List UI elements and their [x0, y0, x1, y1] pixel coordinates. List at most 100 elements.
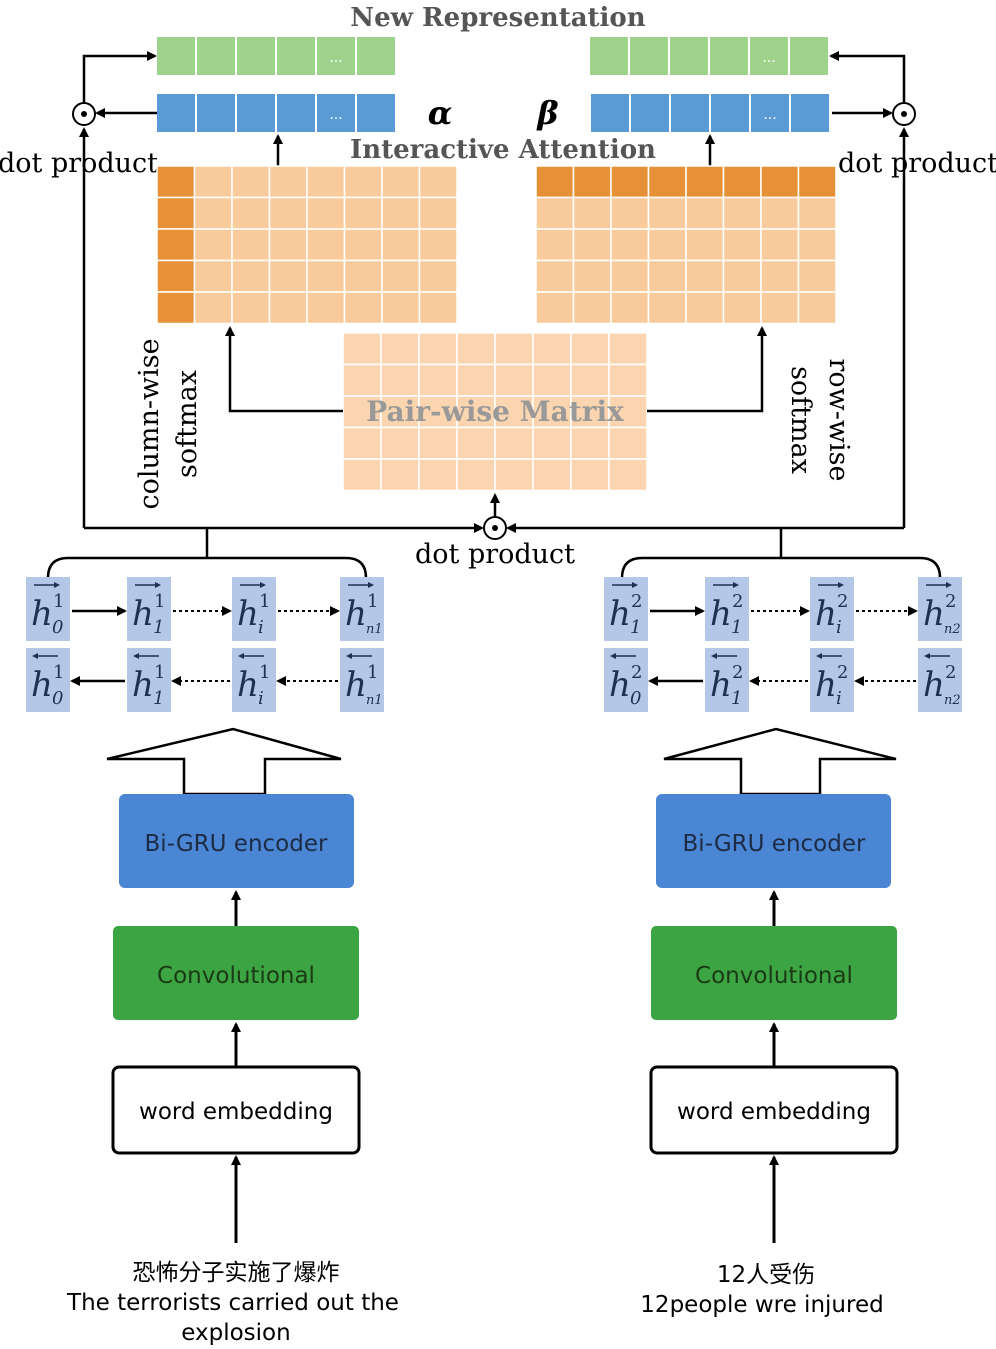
new-rep-right-cell: [790, 37, 828, 75]
right-forward-state-1-subscript: 1: [731, 617, 742, 638]
col-softmax-cell: [193, 196, 233, 230]
left-forward-state-0-symbol: h: [31, 594, 53, 634]
col-softmax-cell: [268, 228, 308, 262]
left-forward-state-0-superscript: 1: [53, 591, 64, 612]
row-softmax-cell: [572, 228, 612, 262]
left-backward-state-2-symbol: h: [237, 665, 259, 705]
row-softmax-cell: [722, 165, 762, 199]
row-softmax-cell: [722, 196, 762, 230]
left-backward-state-1-subscript: 1: [153, 688, 164, 709]
vertical-flow-arrows: [231, 890, 779, 1243]
left-forward-state-2-box: [232, 577, 276, 641]
row-softmax-cell: [760, 196, 800, 230]
left-forward-state-3-subscript: n1: [366, 622, 383, 637]
word-embedding-left-label: word embedding: [139, 1099, 333, 1125]
right-forward-state-3-superscript: 2: [945, 591, 956, 612]
right-forward-state-2-subscript: i: [836, 617, 842, 638]
attn-right-cell: [631, 94, 669, 132]
right-forward-state-2-superscript: 2: [837, 591, 848, 612]
col-softmax-cell: [193, 291, 233, 325]
convolutional-right-label: Convolutional: [695, 963, 853, 989]
col-softmax-cell: [268, 165, 308, 199]
new-rep-right-cell: [750, 37, 788, 75]
new-rep-right-cell: [710, 37, 748, 75]
row-softmax-cell: [760, 259, 800, 293]
col-softmax-cell: [418, 228, 458, 262]
dot-product-icon-right: [892, 102, 916, 126]
beta-symbol: β: [536, 94, 558, 132]
input-left-english-line2: explosion: [181, 1320, 290, 1346]
row-softmax-cell: [647, 228, 687, 262]
input-left-english-line1: The terrorists carried out the: [66, 1290, 399, 1316]
pairwise-cell: [418, 426, 458, 460]
pairwise-cell: [532, 363, 572, 397]
right-backward-state-0-box: [604, 648, 648, 712]
right-forward-state-3-subscript: n2: [944, 622, 961, 637]
row-softmax-cell: [535, 196, 575, 230]
attn-left-cell: [357, 94, 395, 132]
pairwise-cell: [608, 458, 648, 492]
pairwise-cell: [342, 426, 382, 460]
attn-right-cell: [791, 94, 829, 132]
right-forward-state-1-superscript: 2: [732, 591, 743, 612]
pairwise-cell: [570, 458, 610, 492]
col-softmax-cell: [231, 228, 271, 262]
top-connectors: [82, 51, 906, 166]
left-backward-state-2-superscript: 1: [259, 662, 270, 683]
new-rep-right-cell: [670, 37, 708, 75]
attention-weights-right: ...: [591, 94, 829, 132]
col-softmax-cell: [306, 228, 346, 262]
row-softmax-cell: [535, 228, 575, 262]
attn-left-cell: [197, 94, 235, 132]
column-softmax-matrix: [156, 165, 458, 325]
new-rep-left-cell: [197, 37, 235, 75]
col-softmax-cell: [381, 165, 421, 199]
row-softmax-cell: [685, 291, 725, 325]
col-softmax-cell: [306, 291, 346, 325]
right-backward-state-1-superscript: 2: [732, 662, 743, 683]
left-forward-state-2-symbol: h: [237, 594, 259, 634]
left-forward-state-2-superscript: 1: [259, 591, 270, 612]
row-softmax-cell: [722, 228, 762, 262]
col-softmax-cell: [418, 196, 458, 230]
col-softmax-cell: [268, 291, 308, 325]
pairwise-cell: [380, 426, 420, 460]
upward-hollow-arrow-right: [663, 727, 897, 796]
row-softmax-cell: [760, 165, 800, 199]
row-softmax-cell: [685, 259, 725, 293]
row-softmax-cell: [610, 291, 650, 325]
col-softmax-cell: [343, 228, 383, 262]
right-forward-state-2-box: [810, 577, 854, 641]
right-backward-state-3-box: [918, 648, 962, 712]
left-backward-state-0-superscript: 1: [53, 662, 64, 683]
row-softmax-cell: [647, 291, 687, 325]
pairwise-cell: [570, 426, 610, 460]
left-forward-state-1-symbol: h: [132, 594, 154, 634]
pairwise-cell: [494, 363, 534, 397]
attn-right-cell: [671, 94, 709, 132]
row-softmax-cell: [685, 228, 725, 262]
new-rep-right-cell: [630, 37, 668, 75]
left-forward-state-1-box: [127, 577, 171, 641]
input-right-chinese: 12人受伤: [717, 1262, 815, 1288]
right-backward-state-1-symbol: h: [710, 665, 732, 705]
right-forward-state-3-box: [918, 577, 962, 641]
right-backward-state-1-subscript: 1: [731, 688, 742, 709]
right-forward-state-0-symbol: h: [609, 594, 631, 634]
new-representation-label: New Representation: [350, 3, 645, 33]
alpha-symbol: α: [428, 94, 453, 132]
right-forward-state-1-symbol: h: [710, 594, 732, 634]
row-softmax-cell: [647, 259, 687, 293]
row-softmax-cell: [797, 165, 837, 199]
column-wise-label: column-wise: [134, 338, 165, 509]
row-softmax-cell: [610, 228, 650, 262]
col-softmax-cell: [268, 259, 308, 293]
right-forward-state-0-box: [604, 577, 648, 641]
left-backward-state-3-superscript: 1: [367, 662, 378, 683]
row-softmax-cell: [610, 165, 650, 199]
new-rep-left-cell: [357, 37, 395, 75]
encoder-connectors: [46, 127, 942, 579]
pairwise-cell: [608, 363, 648, 397]
new-rep-left-cell: [157, 37, 195, 75]
dot-product-label-center: dot product: [415, 539, 575, 570]
